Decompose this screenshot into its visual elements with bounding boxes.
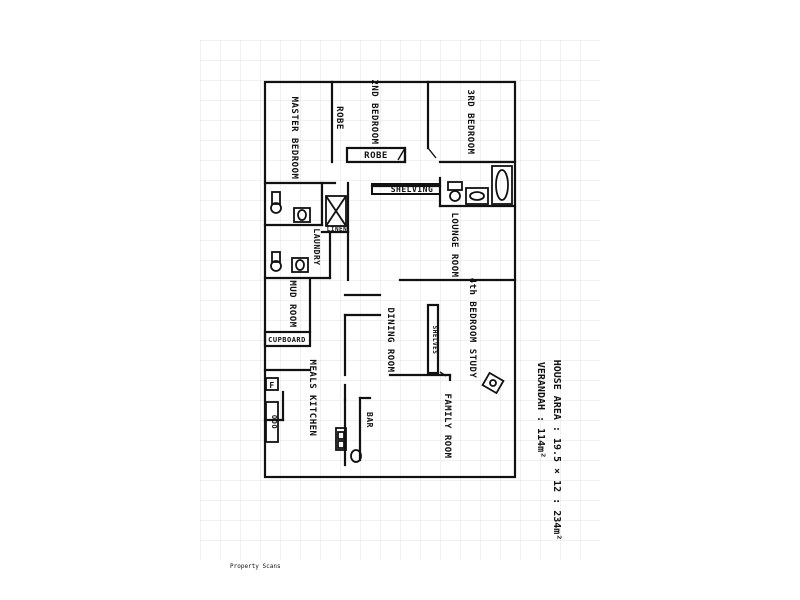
cupboard-box <box>263 330 312 348</box>
heater-icon <box>481 371 505 395</box>
bar-sink-icon <box>350 449 362 463</box>
label-3rd-bedroom: 3RD BEDROOM <box>465 89 475 154</box>
house-area-note: HOUSE AREA : 19.5 × 12 : 234m² <box>551 360 562 541</box>
toilet-icon <box>270 251 282 272</box>
kitchen-sink-icon <box>335 427 347 451</box>
label-robe-master: ROBE <box>334 106 344 130</box>
label-shelving: SHELVING <box>391 185 434 194</box>
door-swings <box>397 147 447 377</box>
label-bar: BAR <box>365 412 374 428</box>
label-meals-kitchen: MEALS KITCHEN <box>307 360 317 437</box>
label-stove: OOO <box>270 415 278 429</box>
bathtub-icon <box>491 165 513 205</box>
label-master-bedroom: MASTER BEDROOM <box>289 97 299 180</box>
area-notes: HOUSE AREA : 19.5 × 12 : 234m² VERANDAH … <box>535 360 562 541</box>
label-mud-room: MUD ROOM <box>287 280 297 327</box>
label-fridge: F <box>269 381 274 390</box>
toilet-icon <box>447 181 463 202</box>
label-study: 4th BEDROOM STUDY <box>467 278 477 379</box>
label-linen: LINEN <box>327 226 348 233</box>
label-laundry: LAUNDRY <box>312 228 321 265</box>
room-labels: MASTER BEDROOM ROBE 2ND BEDROOM ROBE 3RD… <box>268 79 477 458</box>
label-family: FAMILY ROOM <box>442 393 452 458</box>
label-shelves: SHELVES <box>431 326 438 355</box>
fixtures <box>265 165 513 463</box>
stove-icon <box>265 401 279 443</box>
footer-watermark: Property Scans <box>230 563 281 570</box>
linen-cupboard <box>325 195 347 227</box>
verandah-note: VERANDAH : 114m² <box>535 362 546 458</box>
shelves-box <box>426 303 440 375</box>
basin-icon <box>465 187 489 205</box>
label-dining: DINING ROOM <box>385 307 395 372</box>
label-lounge: LOUNGE ROOM <box>449 212 459 277</box>
shelving-unit <box>371 183 441 195</box>
walls <box>263 80 517 479</box>
basin-icon <box>293 207 311 223</box>
toilet-icon <box>270 191 282 214</box>
basin-icon <box>291 257 309 273</box>
fridge-icon <box>265 377 279 391</box>
label-robe-2: ROBE <box>364 151 388 161</box>
label-cupboard: CUPBOARD <box>268 336 306 344</box>
graph-paper-grid <box>200 40 600 560</box>
label-2nd-bedroom: 2ND BEDROOM <box>369 79 379 144</box>
